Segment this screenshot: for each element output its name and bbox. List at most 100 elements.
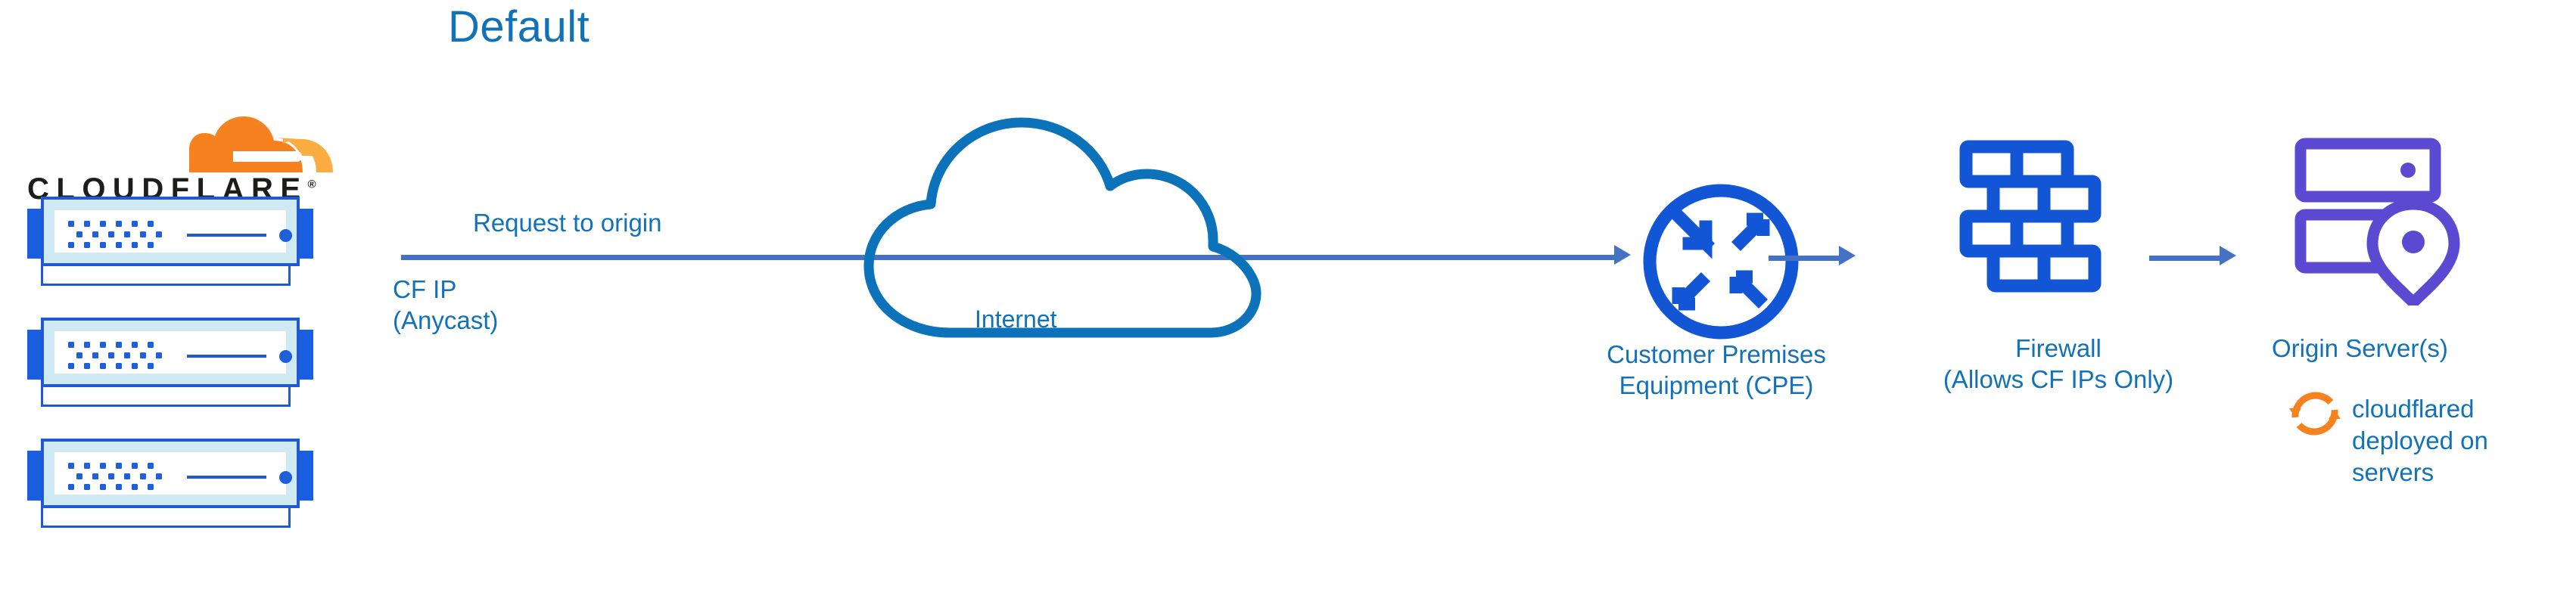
cloudflare-cloud-icon	[189, 100, 333, 172]
server-vent-dot	[76, 473, 82, 479]
cloud-icon	[832, 106, 1286, 348]
server-vent-dot	[84, 221, 90, 227]
router-icon	[1639, 180, 1803, 343]
server-vent-dot	[76, 352, 82, 358]
server-vent-dot	[139, 231, 146, 237]
server-vent-dot	[107, 231, 114, 237]
server-vent-dot	[132, 242, 138, 248]
server-vent-dot	[92, 352, 98, 358]
server-vent-dot	[68, 221, 74, 227]
server-vent-dot	[155, 352, 162, 358]
firewall-label-line1: Firewall	[2015, 334, 2102, 362]
server-vent-dot	[107, 352, 114, 358]
cpe-label-line1: Customer Premises	[1607, 340, 1826, 368]
server-vent-dot	[92, 473, 98, 479]
server-vent-dot	[84, 242, 90, 248]
server-vent-dot	[116, 363, 122, 369]
server-vent-dot	[132, 342, 138, 348]
server-ear-left	[27, 330, 42, 380]
server-ear-left	[27, 451, 42, 501]
cf-ip-label: CF IP(Anycast)	[393, 274, 498, 336]
server-vent-dot	[68, 363, 74, 369]
server-face	[54, 452, 292, 495]
flow-arrow-main-line	[401, 255, 1619, 260]
server-location-pin-icon	[2293, 135, 2464, 305]
server-vent-dots	[68, 221, 165, 250]
internet-label: Internet	[975, 305, 1057, 333]
server-ear-right	[298, 451, 313, 501]
server-vent-dot	[100, 242, 106, 248]
server-vent-dot	[123, 231, 130, 237]
server-slot-line	[187, 355, 266, 358]
server-vent-dot	[100, 342, 106, 348]
server-vent-dot	[139, 352, 146, 358]
cloudflare-logo: CLOUDFLARE®	[27, 106, 345, 206]
server-vent-dot	[148, 342, 154, 348]
brick-wall-icon	[1957, 138, 2105, 309]
flow-arrow-firewall-origin-line	[2149, 256, 2223, 261]
server-vent-dot	[139, 473, 146, 479]
server-vent-dot	[123, 352, 130, 358]
server-vent-dot	[68, 242, 74, 248]
cpe-label-line2: Equipment (CPE)	[1619, 371, 1814, 399]
server-vent-dots	[68, 463, 165, 492]
server-rack-unit	[18, 312, 322, 408]
trademark-symbol: ®	[307, 178, 316, 191]
server-slot-line	[187, 234, 266, 237]
server-led-icon	[279, 471, 292, 484]
server-vent-dot	[84, 463, 90, 469]
server-vent-dot	[100, 363, 106, 369]
server-frame	[41, 318, 300, 387]
server-vent-dot	[155, 231, 162, 237]
cloudflared-note-line1: cloudflared	[2352, 395, 2475, 423]
sync-refresh-icon	[2287, 386, 2343, 442]
right-arrow-icon	[1614, 245, 1631, 265]
server-rack-unit	[18, 191, 322, 287]
server-slot-line	[187, 476, 266, 479]
cloudflared-note-line2: deployed on	[2352, 426, 2488, 454]
flow-label-request-to-origin: Request to origin	[473, 209, 662, 237]
server-vent-dot	[132, 484, 138, 490]
right-arrow-icon	[1839, 246, 1856, 265]
server-vent-dot	[107, 473, 114, 479]
server-vent-dot	[84, 363, 90, 369]
server-vent-dot	[116, 342, 122, 348]
server-vent-dot	[84, 484, 90, 490]
page-title: Default	[448, 2, 590, 51]
firewall-label-line2: (Allows CF IPs Only)	[1943, 365, 2174, 393]
server-vent-dot	[148, 242, 154, 248]
origin-label: Origin Server(s)	[2272, 334, 2448, 362]
server-vent-dot	[132, 363, 138, 369]
server-face	[54, 331, 292, 374]
server-ear-right	[298, 209, 313, 259]
cf-ip-line2: (Anycast)	[393, 306, 499, 334]
server-vent-dot	[116, 463, 122, 469]
server-vent-dot	[100, 463, 106, 469]
server-vent-dot	[148, 221, 154, 227]
server-vent-dot	[84, 342, 90, 348]
server-vent-dot	[116, 242, 122, 248]
cloudflared-note: cloudflared deployed on servers	[2352, 393, 2488, 488]
server-vent-dot	[132, 221, 138, 227]
server-vent-dot	[116, 221, 122, 227]
server-vent-dot	[148, 363, 154, 369]
server-vent-dot	[148, 484, 154, 490]
server-vent-dot	[148, 463, 154, 469]
server-vent-dots	[68, 342, 165, 371]
server-led-icon	[279, 350, 292, 363]
server-face	[54, 210, 292, 253]
server-vent-dot	[155, 473, 162, 479]
server-vent-dot	[92, 231, 98, 237]
server-ear-right	[298, 330, 313, 380]
server-vent-dot	[68, 342, 74, 348]
server-vent-dot	[68, 463, 74, 469]
server-vent-dot	[123, 473, 130, 479]
right-arrow-icon	[2220, 246, 2236, 265]
server-vent-dot	[76, 231, 82, 237]
cloudflared-note-line3: servers	[2352, 458, 2434, 486]
server-led-icon	[279, 229, 292, 242]
server-vent-dot	[100, 484, 106, 490]
firewall-label: Firewall (Allows CF IPs Only)	[1899, 333, 2217, 395]
server-rack-unit	[18, 433, 322, 529]
